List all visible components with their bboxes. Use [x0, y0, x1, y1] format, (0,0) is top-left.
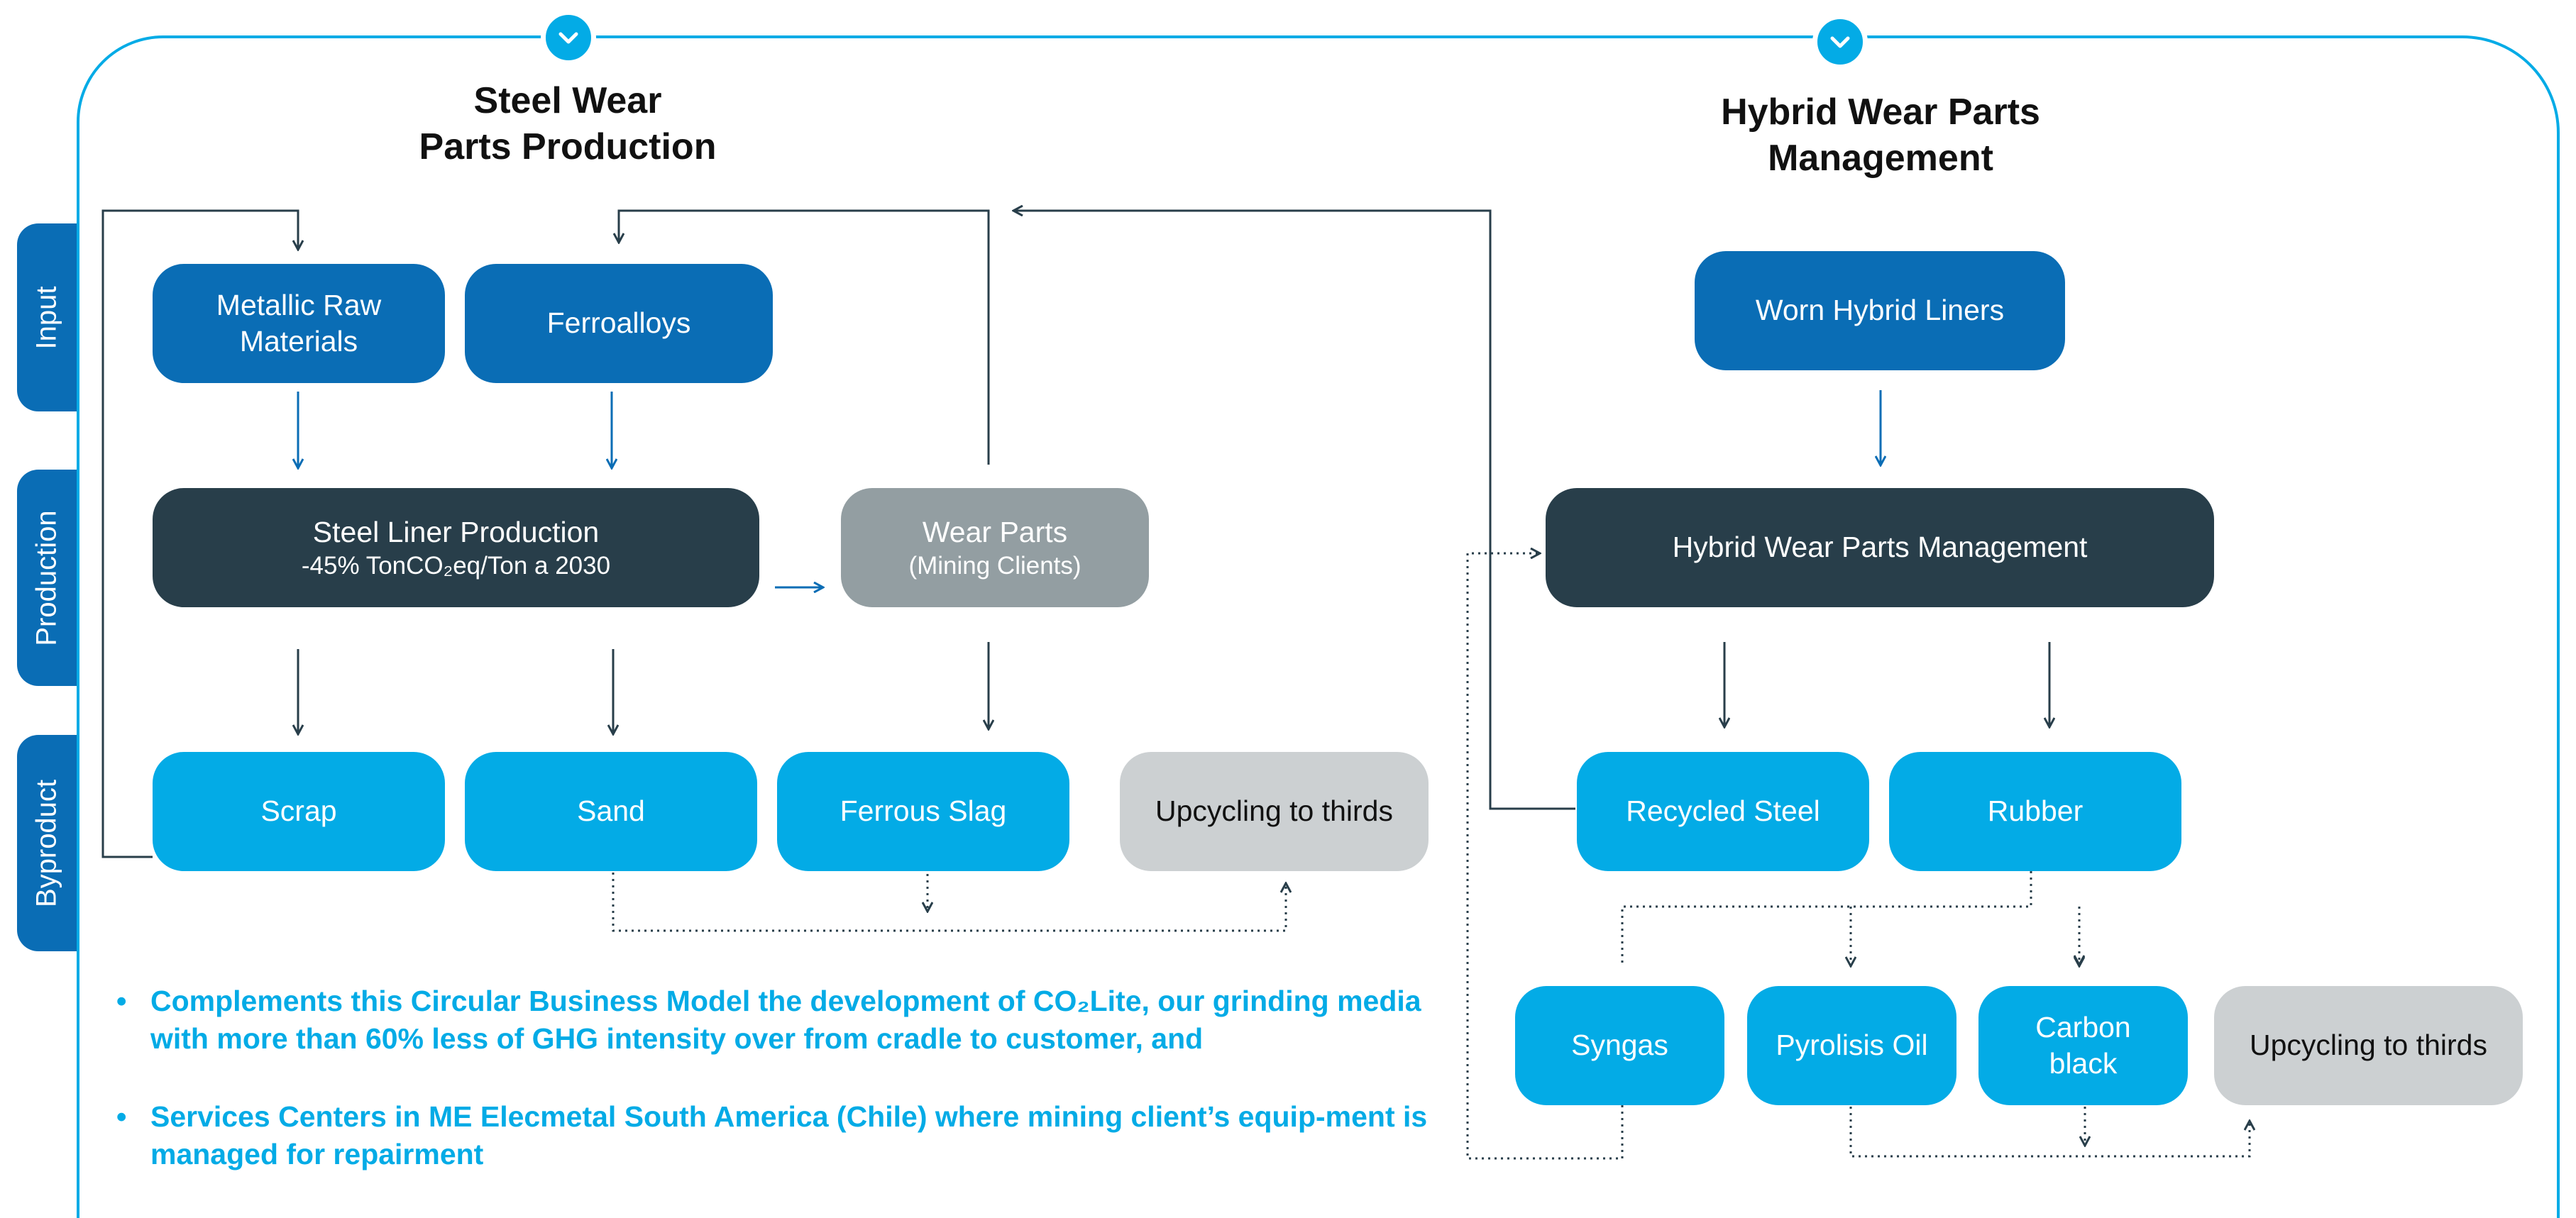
chevron-down-icon	[1830, 36, 1850, 48]
recycled-steel-label: Recycled Steel	[1626, 795, 1820, 828]
connector-scrap-to-raw	[101, 209, 298, 858]
chevron-down-icon	[558, 32, 578, 44]
ferroalloys-label: Ferroalloys	[546, 306, 691, 340]
ferrous-slag-label: Ferrous Slag	[840, 795, 1007, 828]
connector-recycled-to-left	[1013, 211, 1575, 810]
node-steel-liner-production: Steel Liner Production -45% TonCO₂eq/Ton…	[153, 488, 759, 607]
carbon-black-line2: black	[2049, 1047, 2118, 1080]
steel-liner-sub: -45% TonCO₂eq/Ton a 2030	[301, 551, 611, 580]
node-ferrous-slag: Ferrous Slag	[777, 752, 1069, 871]
side-tab-production: Production	[17, 470, 77, 686]
steel-liner-title: Steel Liner Production	[312, 515, 600, 548]
side-tab-byproduct: Byproduct	[17, 735, 77, 951]
worn-hybrid-label: Worn Hybrid Liners	[1755, 294, 2005, 327]
side-tab-input: Input	[17, 223, 77, 411]
connector-wearparts-to-ferro	[619, 209, 990, 465]
node-rubber: Rubber	[1889, 752, 2181, 871]
pyrolisis-oil-label: Pyrolisis Oil	[1776, 1029, 1928, 1062]
metallic-raw-line1: Metallic Raw	[216, 288, 382, 321]
side-tab-byproduct-label: Byproduct	[31, 779, 62, 907]
node-metallic-raw-materials: Metallic Raw Materials	[153, 264, 445, 383]
node-worn-hybrid-liners: Worn Hybrid Liners	[1695, 251, 2065, 370]
bullet-item: Services Centers in ME Elecmetal South A…	[116, 1098, 1449, 1174]
sand-label: Sand	[577, 795, 645, 828]
chevron-badge-right[interactable]	[1812, 14, 1868, 70]
outer-frame	[77, 35, 2560, 1218]
node-recycled-steel: Recycled Steel	[1577, 752, 1869, 871]
title-right-line1: Hybrid Wear Parts	[1721, 92, 2040, 133]
upcycling-right-label: Upcycling to thirds	[2250, 1029, 2487, 1062]
carbon-black-line1: Carbon	[2035, 1010, 2131, 1043]
node-pyrolisis-oil: Pyrolisis Oil	[1747, 986, 1956, 1105]
node-syngas: Syngas	[1515, 986, 1724, 1105]
metallic-raw-line2: Materials	[239, 325, 358, 358]
side-tab-production-label: Production	[31, 509, 62, 646]
bullet-text-service-centers: Services Centers in ME Elecmetal South A…	[150, 1100, 1428, 1170]
side-tab-input-label: Input	[31, 286, 62, 349]
wear-parts-title: Wear Parts	[922, 515, 1068, 548]
title-hybrid-wear-parts: Hybrid Wear Parts Management	[1597, 89, 2164, 182]
connector-rubber-split	[1621, 871, 2079, 965]
node-sand: Sand	[465, 752, 757, 871]
wear-parts-sub: (Mining Clients)	[908, 551, 1081, 580]
upcycling-left-label: Upcycling to thirds	[1155, 795, 1393, 828]
title-left-line1: Steel Wear	[473, 80, 662, 121]
node-wear-parts: Wear Parts (Mining Clients)	[841, 488, 1149, 607]
bullet-item: Complements this Circular Business Model…	[116, 982, 1449, 1058]
connector-pyrolisis-to-upcycling	[1849, 1107, 2250, 1158]
title-right-line2: Management	[1768, 138, 1993, 179]
chevron-badge-left[interactable]	[541, 10, 596, 65]
bullet-text-co2lite: Complements this Circular Business Model…	[150, 985, 1421, 1056]
connector-syngas-to-management	[1466, 553, 1624, 1160]
node-upcycling-right: Upcycling to thirds	[2214, 986, 2523, 1105]
syngas-label: Syngas	[1571, 1029, 1668, 1062]
node-upcycling-left: Upcycling to thirds	[1120, 752, 1429, 871]
title-steel-wear-parts: Steel Wear Parts Production	[355, 78, 781, 170]
title-left-line2: Parts Production	[419, 126, 717, 167]
node-scrap: Scrap	[153, 752, 445, 871]
hybrid-management-label: Hybrid Wear Parts Management	[1672, 531, 2088, 564]
node-ferroalloys: Ferroalloys	[465, 264, 773, 383]
node-carbon-black: Carbon black	[1978, 986, 2188, 1105]
node-hybrid-wear-parts-management: Hybrid Wear Parts Management	[1546, 488, 2214, 607]
rubber-label: Rubber	[1987, 795, 2084, 828]
connector-sand-to-upcycling	[612, 873, 1286, 932]
bullet-list: Complements this Circular Business Model…	[116, 982, 1449, 1213]
scrap-label: Scrap	[260, 795, 337, 828]
